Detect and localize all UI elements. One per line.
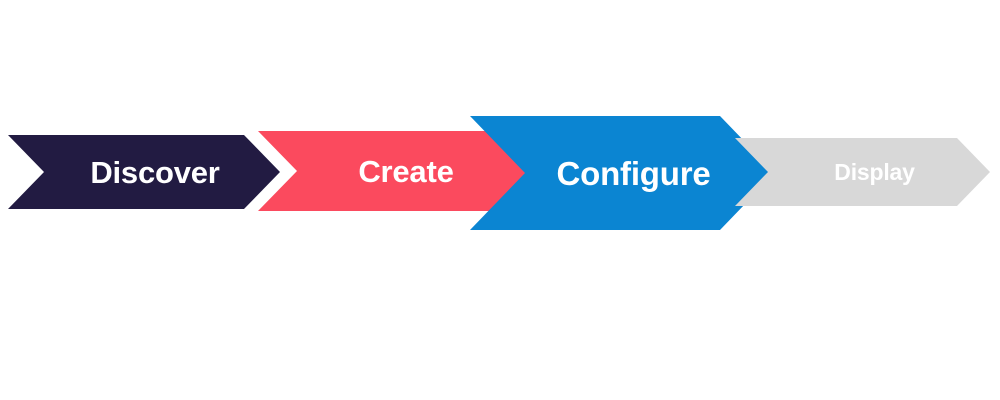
flow-step-configure-label: Configure [556,154,711,192]
flow-step-discover[interactable]: Discover [8,135,280,209]
flow-step-display-label: Display [834,158,915,185]
flow-step-create-label: Create [358,153,454,189]
flow-step-display[interactable]: Display [735,138,990,206]
flow-step-create[interactable]: Create [258,131,534,211]
flow-step-discover-label: Discover [90,154,220,190]
